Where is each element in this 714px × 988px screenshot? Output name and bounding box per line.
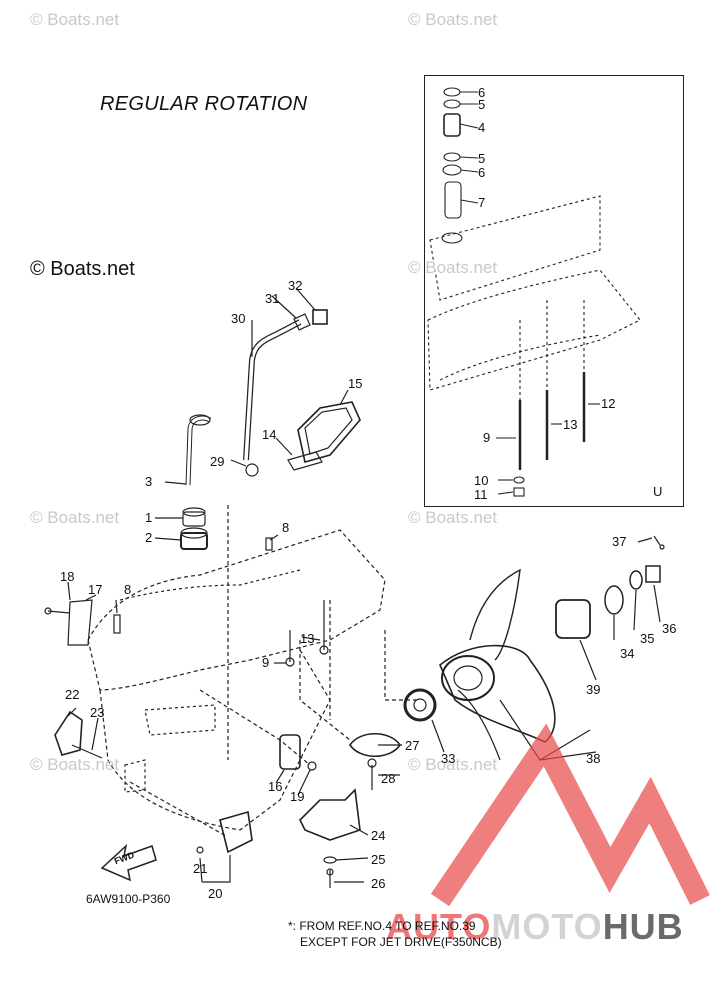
watermark: © Boats.net (30, 755, 120, 774)
watermark: © Boats.net (408, 755, 498, 774)
callout: 14 (262, 427, 277, 442)
logo-part-2: MOTO (491, 906, 603, 947)
logo-wordmark: AUTOMOTOHUB (386, 906, 684, 948)
callout: 29 (210, 454, 225, 469)
callout: 13 (563, 417, 578, 432)
callout: 6 (478, 165, 486, 180)
footnote-line-2: EXCEPT FOR JET DRIVE(F350NCB) (300, 935, 502, 949)
callout: 13 (300, 631, 315, 646)
anode-17 (67, 599, 93, 646)
callout: 19 (290, 789, 305, 804)
callout: 1 (145, 510, 153, 525)
callout: 21 (193, 861, 208, 876)
gearcase-body (87, 529, 386, 691)
callout: 18 (60, 569, 75, 584)
callout: 10 (474, 473, 489, 488)
anode-20 (219, 810, 253, 854)
callout: 23 (90, 705, 105, 720)
spline-hub (555, 599, 591, 639)
callout: 20 (208, 886, 223, 901)
skeg (299, 788, 361, 841)
part-code: 6AW9100-P360 (86, 892, 171, 906)
callout: 9 (262, 655, 270, 670)
callout: 32 (288, 278, 303, 293)
watermark: © Boats.net (30, 508, 120, 527)
gasket (297, 401, 361, 463)
callout: 30 (231, 311, 246, 326)
propeller (439, 644, 556, 743)
callout: 17 (88, 582, 103, 597)
callout: 8 (124, 582, 132, 597)
callout: 9 (483, 430, 491, 445)
callout: 2 (145, 530, 153, 545)
callout: 39 (586, 682, 601, 697)
gearcase-lower (99, 649, 331, 831)
callout: 25 (371, 852, 386, 867)
callout: 6 (478, 85, 486, 100)
callout: 3 (145, 474, 153, 489)
callout: 16 (268, 779, 283, 794)
callout: 5 (478, 97, 486, 112)
callout: 26 (371, 876, 386, 891)
diagram-title: REGULAR ROTATION (100, 93, 308, 115)
callout: 8 (282, 520, 290, 535)
callout: 28 (381, 771, 396, 786)
callout: 7 (478, 195, 486, 210)
callout: 31 (265, 291, 280, 306)
logo-part-1: AUTO (386, 906, 492, 947)
callout: 27 (405, 738, 420, 753)
watermark: © Boats.net (30, 10, 120, 29)
watermark: © Boats.net (408, 508, 498, 527)
watermark: © Boats.net (408, 10, 498, 29)
callout: 12 (601, 396, 616, 411)
footnote-line-1: *: FROM REF.NO.4 TO REF.NO.39 (288, 919, 476, 933)
callout: 15 (348, 376, 363, 391)
inset-mark: U (653, 484, 663, 499)
watermark: © Boats.net (408, 258, 498, 277)
footnote: *: FROM REF.NO.4 TO REF.NO.39 EXCEPT FOR… (288, 918, 502, 950)
callout: 35 (640, 631, 655, 646)
callout: 22 (65, 687, 80, 702)
callout: 5 (478, 151, 486, 166)
inset-frame (424, 75, 684, 507)
callout: 24 (371, 828, 386, 843)
callout: 11 (474, 487, 488, 502)
logo-mark-icon (430, 723, 710, 907)
copyright: © Boats.net (30, 258, 135, 280)
callout: 36 (662, 621, 677, 636)
callout: 38 (586, 751, 601, 766)
logo-part-3: HUB (602, 906, 684, 947)
callout: 4 (478, 120, 486, 135)
callout: 37 (612, 534, 627, 549)
trim-tab (54, 710, 83, 756)
callout: 34 (620, 646, 635, 661)
fwd-arrow-icon (100, 843, 157, 882)
callout: 33 (441, 751, 456, 766)
